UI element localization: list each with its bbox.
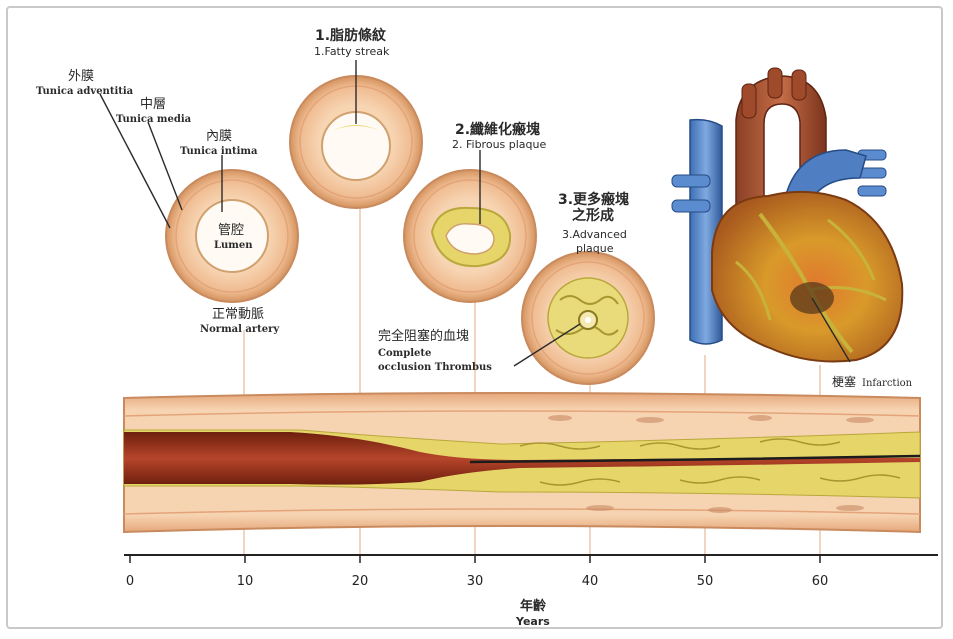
- axis-title-zh: 年齡: [520, 598, 546, 614]
- leader-lines: [99, 60, 851, 367]
- thrombus-label-en-line1: Complete: [378, 348, 431, 359]
- axis-title: 年齡 Years: [515, 598, 550, 628]
- lumen-label-zh: 管腔: [218, 223, 244, 238]
- fatty-streak-ring: [289, 75, 423, 209]
- stage2-label-en: 2. Fibrous plaque: [452, 138, 547, 151]
- stage2-label-zh: 2.纖維化瘢塊: [455, 121, 540, 138]
- longitudinal-artery: [123, 392, 921, 534]
- infarction-label-en: Infarction: [862, 378, 913, 389]
- stage3-label-en-line2: plaque: [576, 242, 614, 255]
- blood-lumen: [124, 432, 920, 485]
- stage3-label-zh-line1: 3.更多瘢塊: [558, 191, 629, 208]
- normal-artery-label-en: Normal artery: [200, 324, 280, 335]
- axis-title-en: Years: [515, 615, 550, 628]
- thrombus-label-zh: 完全阻塞的血塊: [378, 328, 469, 344]
- thrombus-label-en-line2: occlusion Thrombus: [378, 362, 492, 373]
- axis-tick-label: 10: [237, 574, 254, 589]
- fibrous-plaque-ring: [403, 169, 537, 303]
- years-axis: 0 10 20 30 40 50 60: [124, 554, 938, 589]
- layer-labels: 外膜 Tunica adventitia 中層 Tunica media 內膜 …: [36, 69, 280, 335]
- media-label-zh: 中層: [140, 97, 166, 112]
- axis-tick-label: 0: [126, 574, 134, 589]
- stage3-label-zh-line2: 之形成: [572, 207, 614, 224]
- heart-illustration: [671, 67, 904, 363]
- media-label-en: Tunica media: [116, 114, 192, 125]
- lumen-label-en: Lumen: [214, 240, 253, 251]
- stage1-label-en: 1.Fatty streak: [314, 45, 390, 58]
- axis-tick-label: 60: [812, 574, 829, 589]
- normal-artery-label-zh: 正常動脈: [212, 307, 264, 322]
- stage1-label-zh: 1.脂肪條紋: [315, 27, 386, 44]
- adventitia-label-zh: 外膜: [68, 69, 94, 84]
- intima-label-en: Tunica intima: [180, 146, 258, 157]
- axis-tick-label: 40: [582, 574, 599, 589]
- axis-tick-label: 50: [697, 574, 714, 589]
- advanced-plaque-ring: [521, 251, 655, 385]
- axis-tick-label: 30: [467, 574, 484, 589]
- infarction-label-zh: 梗塞: [832, 374, 856, 389]
- adventitia-label-en: Tunica adventitia: [36, 86, 134, 97]
- stage-labels: 1.脂肪條紋 1.Fatty streak 2.纖維化瘢塊 2. Fibrous…: [314, 27, 913, 389]
- stage3-label-en-line1: 3.Advanced: [562, 228, 627, 241]
- normal-artery-ring: [165, 169, 299, 303]
- intima-label-zh: 內膜: [206, 129, 232, 144]
- axis-tick-label: 20: [352, 574, 369, 589]
